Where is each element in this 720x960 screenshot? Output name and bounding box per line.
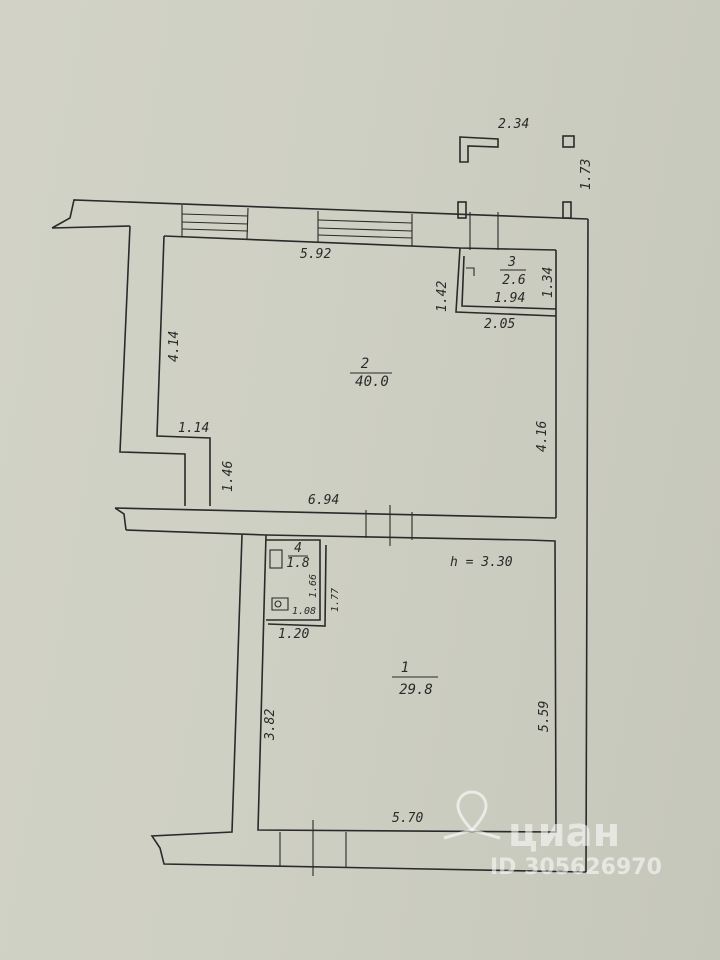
dim-5-59: 5.59	[537, 701, 552, 732]
room-3-area: 2.6	[502, 273, 526, 288]
dim-1-20: 1.20	[278, 627, 309, 642]
room-1-area: 29.8	[399, 682, 433, 698]
room-1-number: 1	[401, 660, 409, 676]
cian-watermark: циан ID 305626970	[443, 790, 662, 880]
room-2-area: 40.0	[355, 374, 389, 390]
dim-1-77: 1.77	[330, 588, 341, 612]
room-4-walls	[266, 539, 327, 627]
window-bottom	[279, 820, 347, 876]
room-2-number: 2	[361, 356, 369, 372]
sink-icon	[269, 549, 283, 569]
dim-1-34: 1.34	[541, 267, 556, 298]
top-wall	[51, 199, 589, 251]
window-top-left	[181, 205, 249, 240]
door-top-right	[469, 212, 499, 250]
room-1-label: 1 29.8	[392, 660, 438, 698]
room-3-fixture	[466, 267, 475, 276]
dim-2-34: 2.34	[498, 117, 529, 132]
dim-1-14: 1.14	[178, 421, 209, 436]
dim-4-16: 4.16	[535, 421, 550, 452]
room-3-walls	[455, 247, 557, 317]
watermark-brand: циан	[508, 810, 620, 856]
post-right	[562, 201, 572, 219]
location-pin-icon	[456, 790, 488, 833]
dim-1-94: 1.94	[494, 291, 525, 306]
room-4-area: 1.8	[286, 556, 310, 571]
room-2-label: 2 40.0	[350, 356, 392, 390]
dim-5-92: 5.92	[300, 247, 331, 262]
room-3-label: 3 2.6	[500, 255, 526, 288]
room-4-label: 4 1.8	[286, 541, 310, 571]
column-square	[562, 135, 575, 148]
window-top-right	[317, 211, 413, 246]
lower-room-walls	[150, 534, 587, 873]
dim-5-70: 5.70	[392, 811, 423, 826]
toilet-icon	[271, 597, 289, 611]
watermark-id: ID 305626970	[490, 855, 662, 880]
room-3-number: 3	[507, 255, 516, 270]
dim-3-82: 3.82	[263, 709, 278, 741]
dim-1-08: 1.08	[292, 606, 316, 617]
dim-1-46: 1.46	[221, 461, 236, 492]
dim-1-66: 1.66	[308, 574, 319, 598]
left-wall-upper	[119, 225, 211, 506]
door-middle	[365, 505, 413, 546]
dim-2-05: 2.05	[484, 317, 515, 332]
post-left	[457, 201, 467, 219]
middle-wall	[114, 507, 557, 541]
right-wall	[555, 218, 589, 873]
dim-1-73: 1.73	[579, 159, 594, 190]
ceiling-height-note: h = 3.30	[450, 555, 513, 570]
column-l-shape	[459, 136, 499, 163]
dim-6-94: 6.94	[308, 493, 339, 508]
dim-4-14: 4.14	[167, 331, 182, 362]
dim-1-42: 1.42	[435, 281, 450, 312]
room-4-number: 4	[294, 541, 302, 556]
